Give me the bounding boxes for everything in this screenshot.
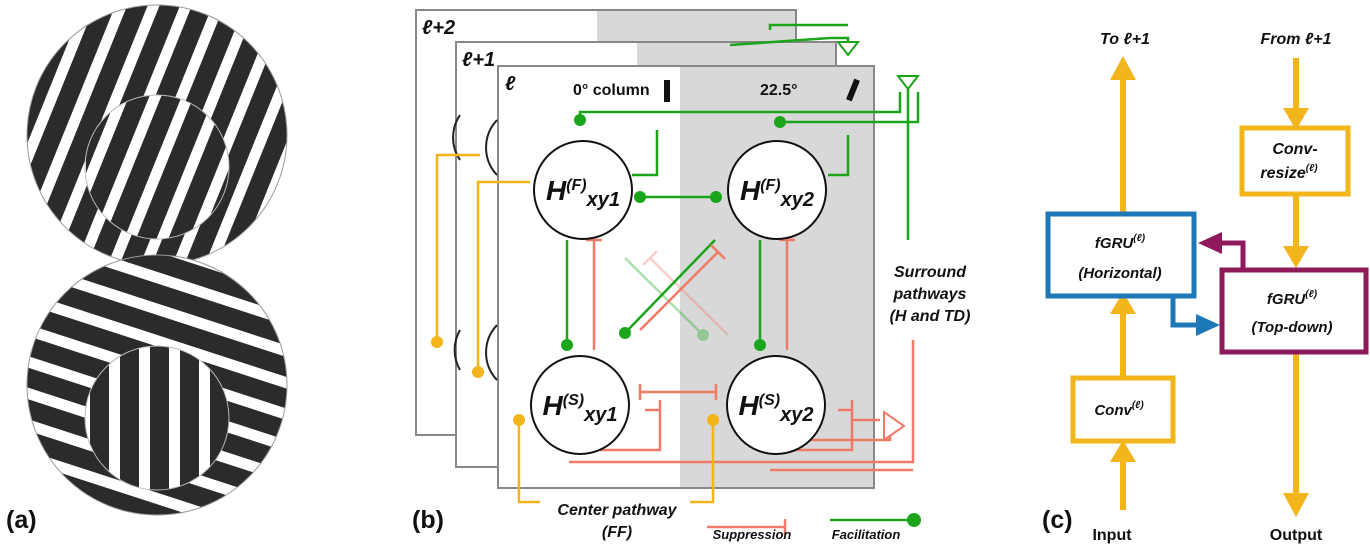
svg-text:fGRU(ℓ): fGRU(ℓ): [1267, 289, 1318, 308]
layer-l2-label: ℓ+2: [422, 17, 455, 39]
conv-box: Conv(ℓ): [1070, 375, 1176, 444]
center-pathway-label: Center pathway (FF): [557, 502, 677, 541]
purple-arrow: [1220, 240, 1246, 270]
output-label: Output: [1270, 527, 1323, 544]
panel-a-label: (a): [6, 506, 37, 534]
grating-top: [26, 4, 288, 266]
node-hs-xy2: H(S)xy2: [726, 355, 826, 455]
panel-b-label: (b): [412, 506, 444, 534]
svg-text:H(F)xy2: H(F)xy2: [740, 175, 814, 211]
svg-text:resize(ℓ): resize(ℓ): [1260, 163, 1318, 182]
svg-text:H(F)xy1: H(F)xy1: [546, 175, 620, 211]
orange-dots: [431, 336, 719, 426]
node-hf-xy2: H(F)xy2: [727, 140, 827, 240]
svg-text:Conv(ℓ): Conv(ℓ): [1094, 400, 1144, 419]
yellow-arrows: [1120, 58, 1299, 510]
panel-c: To ℓ+1 From ℓ+1 Conv- resize(ℓ): [1042, 31, 1369, 544]
yellow-arrowheads: [1110, 56, 1309, 517]
grating-bottom: [26, 254, 288, 516]
red-triangle: [883, 410, 906, 442]
node-hs-xy1: H(S)xy1: [530, 355, 630, 455]
svg-text:(FF): (FF): [602, 524, 632, 541]
green-dots: [561, 114, 786, 351]
legend-facilitation: Facilitation: [832, 527, 901, 542]
svg-text:Surround: Surround: [894, 264, 967, 281]
purple-arrowhead: [1198, 232, 1222, 254]
svg-text:Conv-: Conv-: [1272, 141, 1317, 158]
input-label: Input: [1092, 527, 1132, 544]
blue-arrowhead: [1196, 314, 1220, 336]
red-suppression-lines: [569, 238, 915, 535]
svg-text:H(S)xy2: H(S)xy2: [739, 390, 814, 426]
legend-suppression: Suppression: [713, 527, 792, 542]
svg-text:pathways: pathways: [893, 286, 967, 303]
panel-b: ℓ+2 ℓ+1 ℓ 0° column 22.5°: [412, 9, 970, 542]
green-triangles: [835, 41, 921, 91]
panel-a: (a): [6, 4, 288, 534]
node-hf-xy1: H(F)xy1: [533, 140, 633, 240]
to-label: To ℓ+1: [1100, 31, 1150, 48]
conv-resize-box: Conv- resize(ℓ): [1239, 125, 1351, 197]
fgru-topdown-box: fGRU(ℓ) (Top-down): [1219, 267, 1369, 355]
panel-c-label: (c): [1042, 506, 1073, 534]
svg-text:(Top-down): (Top-down): [1251, 319, 1332, 336]
blue-arrow: [1170, 296, 1198, 328]
faded-cross-connections: [624, 250, 729, 341]
column-0-label: 0° column: [573, 82, 650, 99]
from-label: From ℓ+1: [1261, 31, 1332, 48]
svg-text:H(S)xy1: H(S)xy1: [543, 390, 618, 426]
layer-l-label: ℓ: [505, 73, 516, 95]
surround-pathways-label: Surround pathways (H and TD): [880, 258, 970, 328]
orientation-bar-1: [846, 78, 860, 102]
svg-text:(Horizontal): (Horizontal): [1078, 265, 1161, 282]
svg-text:(H and TD): (H and TD): [890, 308, 971, 325]
svg-text:Center pathway: Center pathway: [557, 502, 677, 519]
column-1-label: 22.5°: [760, 82, 798, 99]
orange-center-pathway: [435, 153, 715, 504]
fgru-horizontal-box: fGRU(ℓ) (Horizontal): [1045, 211, 1197, 299]
legend: Suppression Facilitation: [713, 513, 921, 542]
svg-text:fGRU(ℓ): fGRU(ℓ): [1095, 233, 1146, 252]
layer-l1-label: ℓ+1: [462, 49, 495, 71]
orientation-bar-0: [664, 80, 670, 102]
